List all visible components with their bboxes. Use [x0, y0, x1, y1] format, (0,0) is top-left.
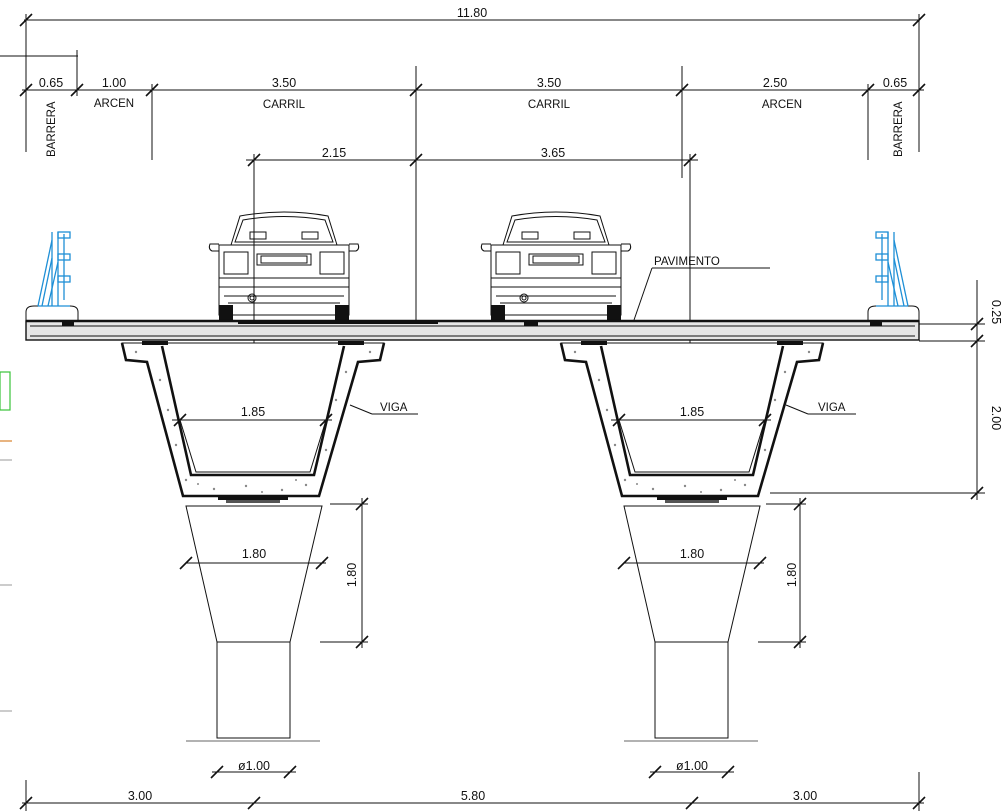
pier-left [185, 505, 323, 742]
dim-bottom-left: 3.00 [128, 789, 152, 803]
dim-offset-right: 3.65 [541, 146, 565, 160]
label-viga-left: VIGA [380, 402, 408, 414]
label-barrera-left: BARRERA [46, 101, 58, 157]
box-beam-left [120, 341, 386, 503]
pier-dimensions: 1.80 1.80 1.80 1.80 ø1.00 ø1.00 [179, 497, 807, 779]
dim-pier-right-dia: ø1.00 [676, 759, 708, 773]
dim-offset-left: 2.15 [322, 146, 346, 160]
dim-beam-left: 1.85 [241, 405, 265, 419]
dim-carril-2: 3.50 [537, 76, 561, 90]
dim-pier-left-height: 1.80 [345, 563, 359, 587]
dim-arcen-left: 1.00 [102, 76, 126, 90]
dim-pier-left-width: 1.80 [242, 547, 266, 561]
dim-barrera-right: 0.65 [883, 76, 907, 90]
pier-right [623, 505, 761, 742]
beam-width-dimensions: 1.85 1.85 [172, 405, 772, 427]
label-pavimento: PAVIMENTO [654, 256, 720, 268]
dim-total: 11.80 [457, 6, 487, 20]
dim-bottom-right: 3.00 [793, 789, 817, 803]
car-right [480, 211, 632, 321]
dim-pier-right-width: 1.80 [680, 547, 704, 561]
label-carril-2: CARRIL [528, 99, 571, 111]
dim-barrera-left: 0.65 [39, 76, 63, 90]
barrier-right [867, 231, 920, 321]
deck-slab [25, 319, 920, 341]
label-barrera-right: BARRERA [893, 101, 905, 157]
dim-slab-thickness: 0.25 [989, 300, 1003, 324]
viga-callouts: VIGA VIGA [349, 402, 856, 415]
side-vertical-dimensions: 0.25 2.00 [770, 280, 1003, 500]
pavimento-callout: PAVIMENTO [633, 256, 770, 321]
label-carril-1: CARRIL [263, 99, 306, 111]
dim-pier-left-dia: ø1.00 [238, 759, 270, 773]
car-left [208, 211, 360, 320]
lane-dimensions: 0.65 1.00 3.50 3.50 2.50 0.65 ARCEN CARR… [19, 50, 926, 320]
dim-beam-right: 1.85 [680, 405, 704, 419]
dim-beam-height: 2.00 [989, 406, 1003, 430]
box-beam-right [559, 339, 825, 505]
label-arcen-right: ARCEN [762, 99, 802, 111]
bottom-dimensions: 3.00 5.80 3.00 [19, 772, 926, 811]
dim-pier-right-height: 1.80 [785, 563, 799, 587]
label-viga-right: VIGA [818, 402, 846, 414]
margin-fragments [0, 55, 78, 712]
total-width-dimension: 11.80 [19, 6, 926, 96]
label-arcen-left: ARCEN [94, 98, 134, 110]
dim-arcen-right: 2.50 [763, 76, 787, 90]
dim-bottom-center: 5.80 [461, 789, 485, 803]
barrier-left [25, 231, 79, 321]
dim-carril-1: 3.50 [272, 76, 296, 90]
